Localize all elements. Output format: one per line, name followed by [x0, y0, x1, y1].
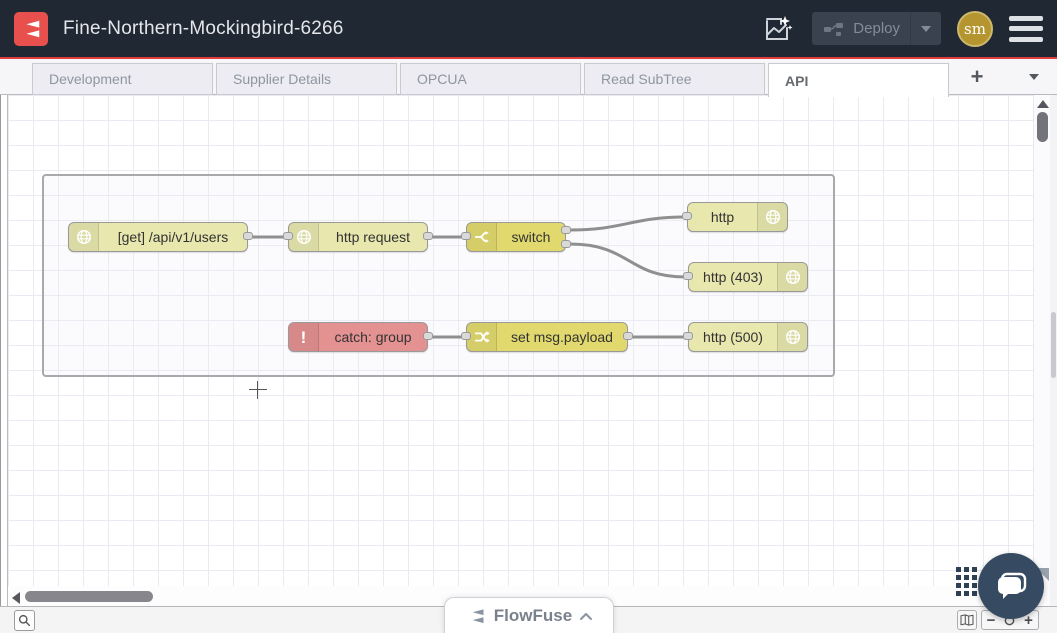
scroll-left-arrow-icon[interactable] — [12, 592, 20, 604]
alert-icon: ! — [289, 323, 319, 351]
node-http-in[interactable]: [get] /api/v1/users — [68, 222, 253, 252]
brand-label: FlowFuse — [493, 605, 573, 625]
node-label: catch: group — [334, 329, 412, 345]
navigator-toggle-button[interactable] — [957, 610, 977, 630]
node-http-response[interactable]: http — [682, 202, 788, 232]
browser-scrollbar-thumb[interactable] — [1051, 312, 1056, 378]
input-port[interactable] — [283, 232, 293, 240]
deploy-button-label: Deploy — [853, 20, 900, 37]
main-menu-button[interactable] — [1009, 15, 1043, 42]
tab-supplier-details[interactable]: Supplier Details — [216, 63, 397, 95]
browser-scrollbar[interactable] — [1050, 95, 1057, 633]
node-http-response-403[interactable]: http (403) — [683, 262, 808, 292]
deploy-divider — [910, 12, 911, 45]
ai-assistant-button[interactable] — [758, 10, 796, 48]
input-port[interactable] — [683, 272, 693, 280]
globe-icon — [757, 203, 787, 231]
node-label: http (500) — [703, 329, 763, 345]
output-port-1[interactable] — [561, 226, 571, 234]
deploy-options-button[interactable] — [911, 12, 941, 45]
output-port[interactable] — [243, 232, 253, 240]
globe-icon — [777, 323, 807, 351]
flowfuse-logo — [14, 11, 48, 46]
input-port[interactable] — [683, 332, 693, 340]
flow-sparkle-icon — [766, 15, 793, 40]
chevron-down-icon — [921, 25, 931, 32]
tab-opcua[interactable]: OPCUA — [400, 63, 581, 95]
flowfuse-panel-toggle[interactable]: FlowFuse — [444, 597, 614, 633]
globe-icon — [289, 223, 319, 251]
node-label: http (403) — [703, 269, 763, 285]
output-port[interactable] — [623, 332, 633, 340]
tab-development[interactable]: Development — [32, 63, 213, 95]
change-icon — [467, 323, 497, 351]
flowfuse-logo-icon — [26, 20, 40, 37]
chevron-up-icon — [580, 612, 593, 620]
node-label: http — [710, 209, 735, 225]
input-port[interactable] — [682, 212, 692, 220]
search-flows-button[interactable] — [14, 610, 35, 631]
hamburger-menu-icon — [1009, 15, 1043, 21]
deploy-button[interactable]: Deploy — [812, 12, 941, 45]
node-http-response-500[interactable]: http (500) — [683, 322, 808, 352]
horizontal-scrollbar-thumb[interactable] — [25, 591, 153, 602]
vertical-scrollbar-thumb[interactable] — [1037, 112, 1048, 142]
user-avatar[interactable]: sm — [957, 10, 993, 47]
globe-icon — [69, 223, 99, 251]
node-label: set msg.payload — [511, 329, 613, 345]
node-label: [get] /api/v1/users — [117, 229, 229, 245]
horizontal-scrollbar[interactable] — [8, 586, 1033, 606]
node-http-request[interactable]: http request — [283, 222, 433, 252]
output-port[interactable] — [423, 332, 433, 340]
header-actions: Deploy sm — [758, 10, 1043, 48]
node-label: switch — [511, 229, 551, 245]
map-icon — [960, 614, 974, 626]
tab-api[interactable]: API — [768, 63, 949, 97]
tab-read-subtree[interactable]: Read SubTree — [584, 63, 765, 95]
input-port[interactable] — [461, 232, 471, 240]
node-catch[interactable]: ! catch: group — [288, 322, 433, 352]
globe-icon — [777, 263, 807, 291]
output-port-2[interactable] — [561, 240, 571, 248]
workspace-tab-bar: Development Supplier Details OPCUA Read … — [0, 59, 1057, 97]
widget-drag-handle[interactable] — [956, 567, 977, 596]
chat-widget-button[interactable] — [978, 553, 1044, 619]
search-icon — [18, 614, 31, 627]
flow-list-button[interactable] — [1020, 63, 1048, 91]
chevron-down-icon — [1029, 74, 1039, 80]
output-port[interactable] — [423, 232, 433, 240]
node-label: http request — [336, 229, 410, 245]
input-port[interactable] — [461, 332, 471, 340]
flowfuse-logo-icon — [472, 608, 484, 623]
header: Fine-Northern-Mockingbird-6266 Deploy — [0, 0, 1057, 57]
node-change[interactable]: set msg.payload — [461, 322, 633, 352]
palette-collapsed-strip[interactable] — [0, 95, 8, 606]
instance-title: Fine-Northern-Mockingbird-6266 — [63, 17, 344, 39]
scroll-up-arrow-icon[interactable] — [1037, 100, 1049, 108]
header-accent-line — [0, 57, 1057, 59]
vertical-scrollbar[interactable] — [1033, 95, 1050, 606]
switch-icon — [467, 223, 497, 251]
node-switch[interactable]: switch — [461, 222, 571, 252]
deploy-nodes-icon — [824, 22, 844, 36]
chat-bubbles-icon — [998, 572, 1027, 599]
add-flow-button[interactable]: + — [970, 64, 984, 89]
